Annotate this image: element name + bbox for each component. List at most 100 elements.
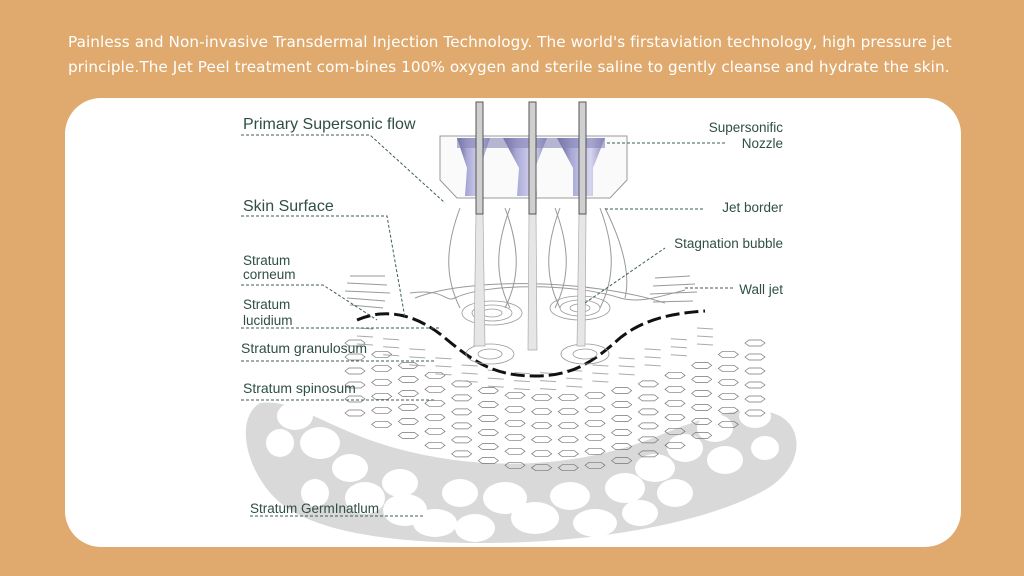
label-supersonic-nozzle-2: Nozzle xyxy=(742,136,783,151)
spinosum-cell xyxy=(664,371,686,379)
germinative-cell xyxy=(622,500,658,526)
spinosum-cell xyxy=(744,395,766,403)
spinosum-cell xyxy=(397,404,419,411)
granulosum-stroke xyxy=(592,380,609,383)
spinosum-cell xyxy=(557,408,579,416)
spinosum-cell xyxy=(531,450,553,458)
granulosum-stroke xyxy=(696,335,714,338)
spinosum-cell xyxy=(664,441,686,449)
spinosum-cell xyxy=(637,408,659,416)
spinosum-cell xyxy=(371,365,393,372)
spinosum-cell xyxy=(584,433,606,441)
label-stratum-lucidium-1: Stratum xyxy=(243,297,290,312)
spinosum-cell xyxy=(477,415,499,422)
granulosum-stroke xyxy=(540,380,557,383)
spinosum-cell xyxy=(611,415,633,422)
spinosum-cell xyxy=(451,436,473,444)
label-wall-jet: Wall jet xyxy=(739,282,783,297)
germinative-cell xyxy=(707,446,743,474)
granulosum-stroke xyxy=(383,346,400,349)
spinosum-cell xyxy=(504,461,526,469)
granulosum-stroke xyxy=(383,354,400,357)
spinosum-cell xyxy=(717,393,739,400)
spinosum-cell xyxy=(637,436,659,444)
label-supersonic-nozzle-1: Supersonific xyxy=(709,120,784,135)
spinosum-cell xyxy=(611,443,633,450)
spinosum-cell xyxy=(344,395,366,403)
spinosum-cell xyxy=(344,409,366,417)
diagram-card: Primary Supersonic flow Skin Surface Str… xyxy=(65,98,961,547)
spinosum-cell xyxy=(424,385,446,393)
spinosum-cell xyxy=(664,413,686,421)
spinosum-cell xyxy=(451,450,473,458)
spinosum-cell xyxy=(424,427,446,435)
spinosum-cell xyxy=(664,385,686,393)
spinosum-cell xyxy=(451,422,473,430)
germinative-cell xyxy=(573,509,617,537)
germinative-cell xyxy=(301,479,329,507)
intro-line-2: principle.The Jet Peel treatment com-bin… xyxy=(68,58,950,76)
spinosum-cell xyxy=(424,441,446,449)
spinosum-cell xyxy=(477,387,499,394)
label-stratum-germinativum: Stratum GermInatlum xyxy=(250,501,379,516)
granulosum-stroke xyxy=(696,343,714,346)
granulosum-stroke xyxy=(592,372,609,375)
granulosum-stroke xyxy=(435,373,452,376)
spinosum-cell xyxy=(744,353,766,361)
spinosum-cell xyxy=(424,371,446,379)
granulosum-stroke xyxy=(670,346,687,349)
nozzle-needles xyxy=(475,101,587,215)
label-stagnation-bubble: Stagnation bubble xyxy=(674,236,783,251)
spinosum-cell xyxy=(531,464,553,472)
granulosum-stroke xyxy=(644,356,661,359)
jet-streams xyxy=(473,212,587,351)
spinosum-cell xyxy=(584,419,606,427)
spinosum-cell xyxy=(717,407,739,414)
spinosum-cell xyxy=(371,393,393,400)
spinosum-cell xyxy=(424,413,446,421)
wall-jet-lines xyxy=(344,275,698,309)
spinosum-cell xyxy=(744,409,766,417)
spinosum-cell xyxy=(664,427,686,435)
spinosum-cell xyxy=(557,450,579,458)
germinative-cell xyxy=(345,482,385,514)
spinosum-cell xyxy=(717,351,739,358)
spinosum-cell xyxy=(504,433,526,441)
spinosum-cell xyxy=(344,367,366,375)
spinosum-cell xyxy=(531,436,553,444)
spinosum-cell xyxy=(611,429,633,436)
spinosum-cell xyxy=(371,351,393,358)
granulosum-stroke xyxy=(618,365,635,368)
germinative-cell xyxy=(442,479,478,507)
spinosum-cell xyxy=(504,447,526,455)
jet-peel-diagram: Primary Supersonic flow Skin Surface Str… xyxy=(241,101,797,543)
spinosum-cell xyxy=(691,404,713,411)
spinosum-cell xyxy=(744,381,766,389)
granulosum-stroke xyxy=(644,348,661,351)
germinative-cell xyxy=(511,502,559,534)
spinosum-cell xyxy=(717,379,739,386)
spinosum-cell xyxy=(584,405,606,413)
spinosum-cell xyxy=(744,339,766,347)
spinosum-cell xyxy=(371,407,393,414)
spinosum-cell xyxy=(451,408,473,416)
granulosum-stroke xyxy=(513,380,530,383)
germinative-cell xyxy=(483,482,527,514)
spinosum-cell xyxy=(397,418,419,425)
spinosum-cell xyxy=(504,419,526,427)
spinosum-cell xyxy=(504,405,526,413)
spinosum-cell xyxy=(691,390,713,397)
granulosum-stroke xyxy=(513,372,530,375)
label-skin-surface: Skin Surface xyxy=(243,198,334,215)
granulosum-stroke xyxy=(461,372,478,375)
granulosum-stroke xyxy=(487,385,504,388)
spinosum-cell xyxy=(611,387,633,394)
granulosum-stroke xyxy=(644,364,661,367)
granulosum-stroke xyxy=(566,377,583,380)
granulosum-stroke xyxy=(409,364,426,367)
spinosum-cell xyxy=(664,399,686,407)
spinosum-cell xyxy=(637,450,659,458)
spinosum-cell xyxy=(344,353,366,361)
spinosum-cell xyxy=(557,394,579,402)
label-stratum-granulosum: Stratum granulosum xyxy=(241,340,367,356)
